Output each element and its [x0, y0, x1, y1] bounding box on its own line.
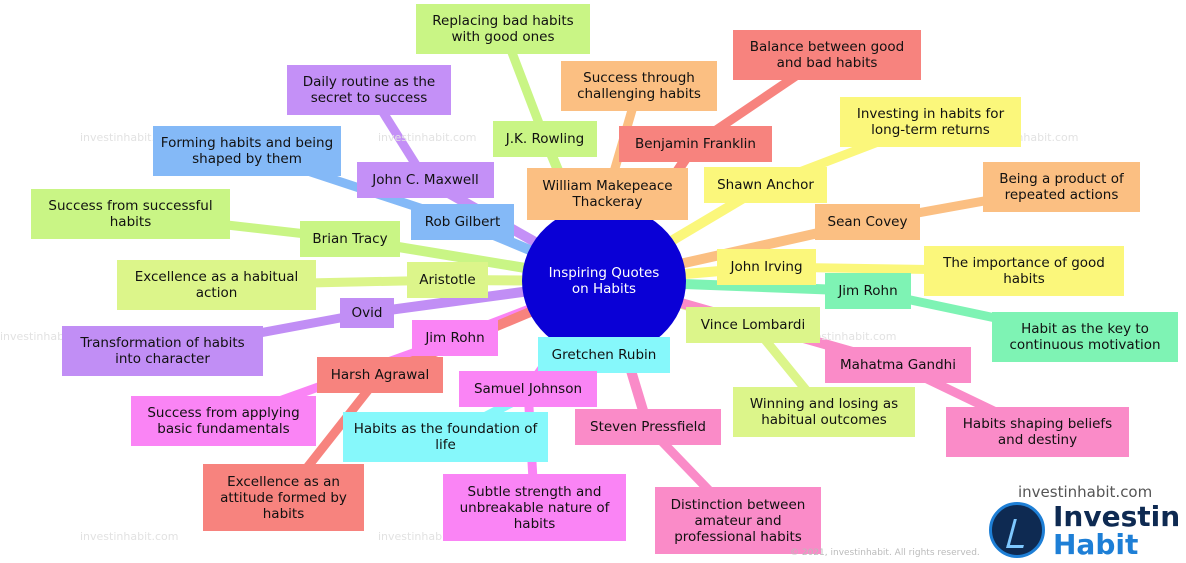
- author-node-label: Jim Rohn: [838, 283, 898, 299]
- quote-node: Forming habits and being shaped by them: [153, 126, 341, 176]
- author-node-label: Vince Lombardi: [700, 317, 806, 333]
- author-node: Harsh Agrawal: [317, 357, 443, 393]
- author-node-label: Shawn Anchor: [717, 177, 814, 193]
- quote-node-label: Success from successful habits: [48, 198, 213, 230]
- quote-node-label: Habits shaping beliefs and destiny: [962, 416, 1113, 448]
- quote-node-label: Excellence as a habitual action: [134, 269, 299, 301]
- author-node: Mahatma Gandhi: [825, 347, 971, 383]
- author-node: Shawn Anchor: [704, 167, 827, 203]
- watermark: investinhabit.com: [80, 530, 179, 543]
- quote-node: Daily routine as the secret to success: [287, 65, 451, 115]
- author-node-label: Harsh Agrawal: [330, 367, 430, 383]
- quote-node: Being a product of repeated actions: [983, 162, 1140, 212]
- quote-node-label: Forming habits and being shaped by them: [160, 135, 334, 167]
- author-node: John Irving: [717, 249, 816, 285]
- author-node-label: Mahatma Gandhi: [840, 357, 956, 373]
- author-node: Aristotle: [407, 262, 488, 298]
- author-node: Brian Tracy: [300, 221, 400, 257]
- quote-node: Winning and losing as habitual outcomes: [733, 387, 915, 437]
- quote-node-label: Habit as the key to continuous motivatio…: [1009, 321, 1161, 353]
- author-node: Rob Gilbert: [411, 204, 514, 240]
- logo-text-habit: Habit: [1053, 528, 1139, 561]
- watermark: investinhabit.com: [378, 131, 477, 144]
- author-node-label: John C. Maxwell: [372, 172, 479, 188]
- site-label: investinhabit.com: [1018, 483, 1153, 501]
- quote-node: The importance of good habits: [924, 246, 1124, 296]
- quote-node-label: Balance between good and bad habits: [749, 39, 905, 71]
- quote-node: Replacing bad habits with good ones: [416, 4, 590, 54]
- quote-node-label: Success through challenging habits: [577, 70, 701, 102]
- logo-head-icon: [989, 502, 1045, 558]
- quote-node: Balance between good and bad habits: [733, 30, 921, 80]
- author-node-label: Samuel Johnson: [473, 381, 583, 397]
- author-node: J.K. Rowling: [493, 121, 597, 157]
- author-node-label: John Irving: [730, 259, 803, 275]
- quote-node-label: Distinction between amateur and professi…: [670, 496, 806, 545]
- watermark: investinhabit.com: [798, 330, 897, 343]
- author-node-label: Rob Gilbert: [424, 214, 501, 230]
- author-node: Gretchen Rubin: [538, 337, 670, 373]
- author-node-label: Aristotle: [419, 272, 476, 288]
- author-node: Steven Pressfield: [575, 409, 721, 445]
- copyright-text: © 2021, investinhabit. All rights reserv…: [790, 548, 980, 558]
- quote-node-label: Daily routine as the secret to success: [302, 74, 436, 106]
- quote-node: Transformation of habits into character: [62, 326, 263, 376]
- author-node: Benjamin Franklin: [619, 126, 772, 162]
- author-node-label: Brian Tracy: [312, 231, 388, 247]
- quote-node: Investing in habits for long-term return…: [840, 97, 1021, 147]
- author-node-label: Jim Rohn: [425, 330, 485, 346]
- quote-node-label: Transformation of habits into character: [80, 335, 245, 367]
- quote-node: Distinction between amateur and professi…: [655, 487, 821, 554]
- quote-node-label: Excellence as an attitude formed by habi…: [220, 473, 347, 522]
- author-node-label: Benjamin Franklin: [635, 136, 756, 152]
- author-node: William Makepeace Thackeray: [527, 168, 688, 220]
- central-topic: Inspiring Quotes on Habits: [522, 205, 686, 357]
- quote-node: Excellence as an attitude formed by habi…: [203, 464, 364, 531]
- quote-node: Habit as the key to continuous motivatio…: [992, 312, 1178, 362]
- quote-node-label: Habits as the foundation of life: [353, 421, 538, 453]
- author-node-label: William Makepeace Thackeray: [542, 178, 673, 210]
- quote-node: Habits shaping beliefs and destiny: [946, 407, 1129, 457]
- author-node-label: Ovid: [351, 305, 383, 321]
- quote-node-label: The importance of good habits: [943, 255, 1105, 287]
- author-node: Ovid: [340, 298, 394, 328]
- author-node: Vince Lombardi: [686, 307, 820, 343]
- quote-node-label: Success from applying basic fundamentals: [147, 405, 300, 437]
- author-node: Jim Rohn: [825, 273, 911, 309]
- quote-node-label: Investing in habits for long-term return…: [856, 106, 1005, 138]
- quote-node: Subtle strength and unbreakable nature o…: [443, 474, 626, 541]
- author-node-label: Gretchen Rubin: [551, 347, 657, 363]
- author-node: Jim Rohn: [412, 320, 498, 356]
- quote-node: Success through challenging habits: [561, 61, 717, 111]
- quote-node-label: Winning and losing as habitual outcomes: [749, 396, 899, 428]
- author-node-label: J.K. Rowling: [505, 131, 585, 147]
- quote-node-label: Replacing bad habits with good ones: [432, 13, 574, 45]
- author-node: John C. Maxwell: [357, 162, 494, 198]
- quote-node-label: Subtle strength and unbreakable nature o…: [459, 483, 610, 532]
- quote-node: Success from applying basic fundamentals: [131, 396, 316, 446]
- author-node-label: Steven Pressfield: [590, 419, 706, 435]
- investinhabit-logo: Investin Habit: [987, 500, 1186, 563]
- central-topic-label: Inspiring Quotes on Habits: [548, 265, 660, 297]
- author-node: Samuel Johnson: [459, 371, 597, 407]
- quote-node: Excellence as a habitual action: [117, 260, 316, 310]
- logo-text: Investin: [1053, 500, 1181, 533]
- quote-node-label: Being a product of repeated actions: [999, 171, 1124, 203]
- author-node: Sean Covey: [815, 204, 920, 240]
- quote-node: Success from successful habits: [31, 189, 230, 239]
- author-node-label: Sean Covey: [827, 214, 908, 230]
- quote-node: Habits as the foundation of life: [343, 412, 548, 462]
